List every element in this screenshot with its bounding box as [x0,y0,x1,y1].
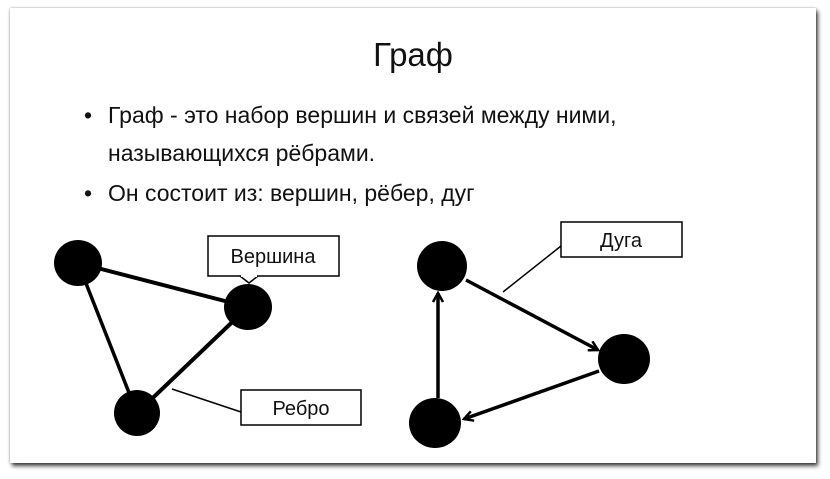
bullet-text: Он состоит из: вершин, рёбер, дуг [108,180,475,206]
edge-a-b [77,261,249,309]
vertex-node [409,398,461,448]
edge-a-c [76,262,139,414]
arc-callout: Дуга [502,221,683,293]
bullet-icon: • [84,180,93,206]
vertex-node [54,240,102,286]
undirected-graph: Вершина Ребро [54,235,362,436]
edge-callout: Ребро [171,388,362,426]
arc-e-f [464,369,600,419]
edge-b-c [135,305,250,415]
edge-label: Ребро [272,398,329,420]
slide-title: Граф [373,36,453,73]
vertex-callout: Вершина [207,235,340,284]
bullet-icon: • [84,102,93,128]
arc-d-e [465,278,598,352]
vertex-label: Вершина [231,246,317,268]
vertex-node [598,334,650,384]
vertex-node [114,390,160,436]
vertex-node [224,284,272,330]
bullet-item: • Граф - это набор вершин и связей между… [78,96,668,172]
bullet-text: Граф - это набор вершин и связей между н… [108,102,617,166]
bullet-item: • Он состоит из: вершин, рёбер, дуг [78,174,668,212]
vertex-node [417,241,467,291]
directed-graph: Дуга [409,221,683,448]
bullet-list: • Граф - это набор вершин и связей между… [78,96,668,212]
arc-label: Дуга [600,230,643,252]
